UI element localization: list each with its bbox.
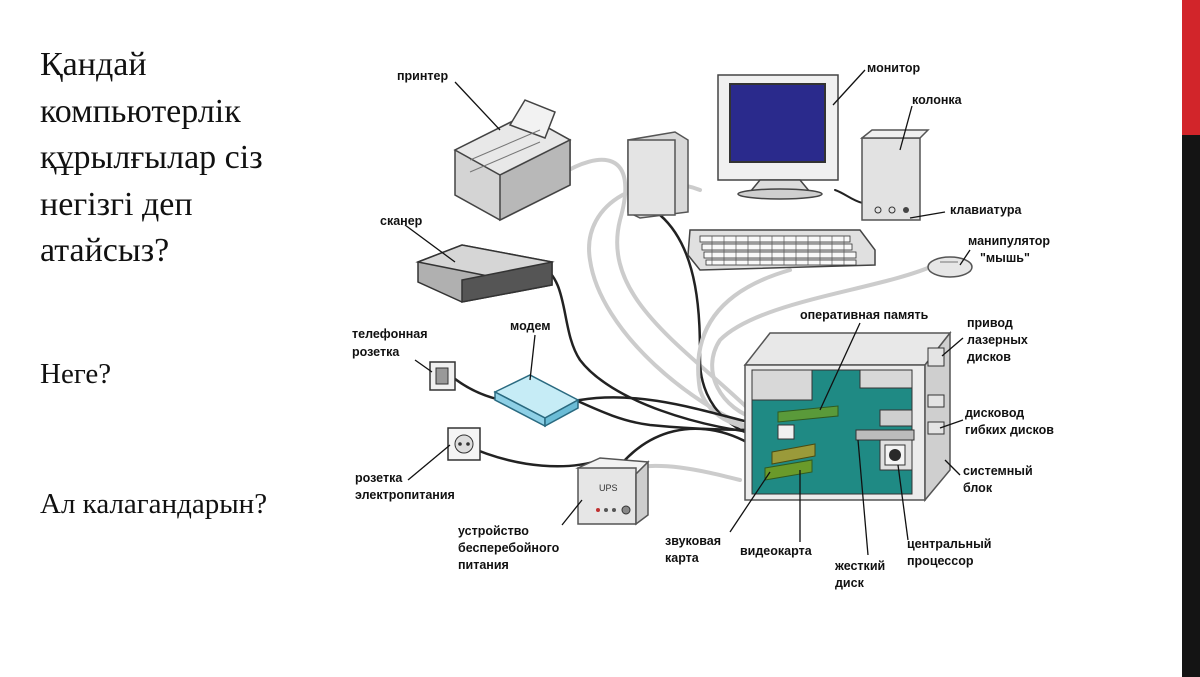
slide-question: Қандай компьютерлік құрылғылар сіз негіз…: [40, 46, 263, 269]
slide-rest: Ал калагандарын?: [40, 488, 268, 520]
label-keyboard: клавиатура: [950, 203, 1022, 217]
computer-devices-diagram: принтер монитор колонка клавиатура манип…: [352, 61, 1054, 590]
speaker-right: [859, 129, 930, 221]
cable-phone: [448, 373, 762, 427]
label-floppy-1: дисковод: [965, 406, 1024, 420]
label-speaker: колонка: [912, 93, 963, 107]
ups-device: [575, 457, 650, 526]
label-cd-2: лазерных: [967, 333, 1028, 347]
label-phone-socket-2: розетка: [352, 345, 400, 359]
ups-badge: UPS: [599, 483, 618, 493]
monitor-device: [717, 74, 839, 200]
label-sound-card-2: карта: [665, 551, 700, 565]
label-sound-card-1: звуковая: [665, 534, 721, 548]
label-mouse-2: "мышь": [980, 251, 1030, 265]
label-hdd-2: диск: [835, 576, 865, 590]
cable-keyboard: [696, 268, 792, 434]
printer-device: [453, 99, 572, 222]
label-cd-3: дисков: [967, 350, 1011, 364]
label-monitor: монитор: [867, 61, 921, 75]
label-ups-1: устройство: [458, 524, 529, 538]
scanner-device: [415, 244, 555, 303]
mouse-device: [927, 256, 973, 278]
label-system-unit-1: системный: [963, 464, 1033, 478]
label-power-socket-2: электропитания: [355, 488, 455, 502]
cable-power: [463, 443, 602, 468]
keyboard-device: [687, 229, 876, 271]
label-cpu-1: центральный: [907, 537, 991, 551]
phone-socket-device: [429, 361, 456, 391]
label-floppy-2: гибких дисков: [965, 423, 1054, 437]
label-printer: принтер: [397, 69, 448, 83]
label-ram: оперативная память: [800, 308, 929, 322]
cable-scanner: [538, 263, 782, 437]
system-unit-device: [743, 330, 952, 503]
label-cd-1: привод: [967, 316, 1013, 330]
label-phone-socket-1: телефонная: [352, 327, 428, 341]
label-modem: модем: [510, 319, 551, 333]
label-scanner: сканер: [380, 214, 423, 228]
label-system-unit-2: блок: [963, 481, 993, 495]
speaker-left: [627, 131, 689, 219]
modem-device: [493, 374, 580, 428]
label-ups-2: бесперебойного: [458, 541, 560, 555]
slide-why: Неге?: [40, 358, 112, 390]
accent-bar-black: [1182, 135, 1200, 677]
cable-mouse: [710, 263, 937, 422]
label-power-socket-1: розетка: [355, 471, 403, 485]
label-ups-3: питания: [458, 558, 509, 572]
label-cpu-2: процессор: [907, 554, 974, 568]
label-video-card: видеокарта: [740, 544, 813, 558]
power-socket-device: [447, 427, 481, 461]
label-mouse-1: манипулятор: [968, 234, 1050, 248]
accent-bar-red: [1182, 0, 1200, 135]
label-hdd-1: жесткий: [834, 559, 885, 573]
